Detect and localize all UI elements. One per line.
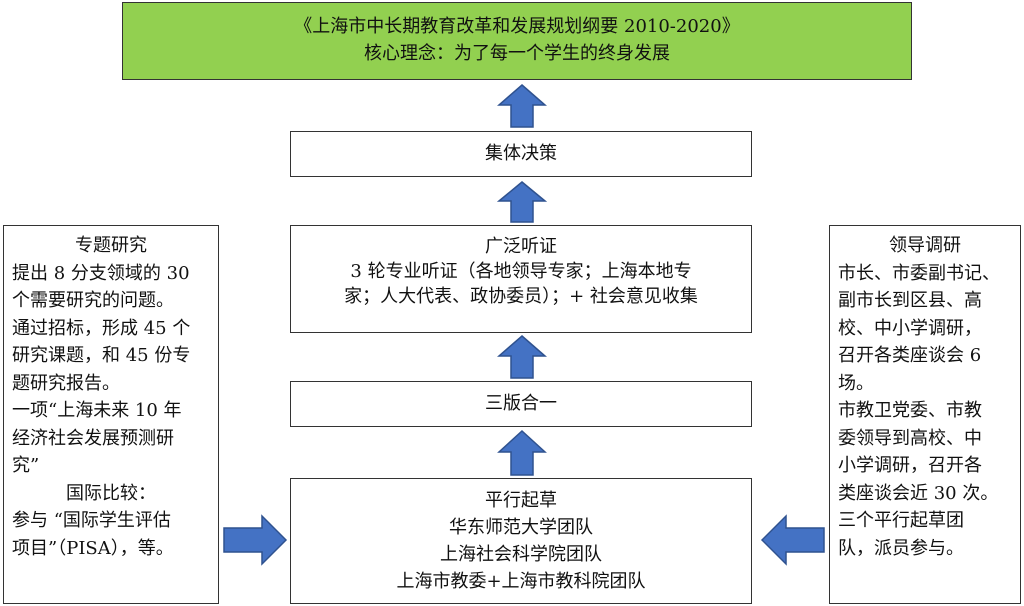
research-line: 提出 8 分支领域的 30 (12, 262, 190, 284)
research-line: 一项“上海未来 10 年 (12, 400, 182, 421)
leadership-line: 副市长到区县、高 (838, 290, 982, 311)
broad-hearing-title: 广泛听证 (485, 236, 557, 257)
leadership-line: 校、中小学调研， (838, 317, 982, 339)
research-line: 题研究报告。 (12, 372, 120, 394)
leadership-line: 三个平行起草团 (838, 510, 964, 531)
research-line: 经济社会发展预测研 (12, 427, 174, 449)
leadership-line: 市长、市委副书记、 (838, 262, 1000, 284)
core-principle: 核心理念：为了每一个学生的终身发展 (364, 43, 670, 64)
arrow-right-icon (223, 514, 288, 566)
leadership-line: 队，派员参与。 (838, 537, 964, 559)
drafting-team: 上海市教委+上海市教科院团队 (396, 571, 646, 592)
merge-label: 三版合一 (485, 393, 557, 414)
collective-decision-box: 集体决策 (290, 131, 752, 177)
plan-title: 《上海市中长期教育改革和发展规划纲要 2010-2020》 (294, 16, 740, 37)
leadership-line: 场。 (838, 372, 874, 394)
parallel-drafting-box: 平行起草 华东师范大学团队 上海社会科学院团队 上海市教委+上海市教科院团队 (290, 478, 752, 604)
leadership-line: 类座谈会近 30 次。 (838, 482, 999, 504)
drafting-team: 上海社会科学院团队 (440, 544, 602, 565)
merge-box: 三版合一 (290, 381, 752, 427)
arrow-up-icon (497, 181, 547, 223)
thematic-research-title: 专题研究 (75, 235, 147, 256)
international-comparison-title: 国际比较： (66, 482, 156, 504)
arrow-up-icon (497, 429, 547, 476)
research-line: 研究课题，和 45 份专 (12, 345, 191, 366)
research-line: 参与 “国际学生评估 (12, 510, 171, 531)
leadership-line: 市教卫党委、市教 (838, 400, 982, 421)
research-line: 项目”（PISA），等。 (12, 537, 174, 559)
research-line: 通过招标，形成 45 个 (12, 317, 191, 339)
arrow-up-icon (497, 84, 547, 128)
broad-hearing-line: 3 轮专业听证（各地领导专家；上海本地专 (350, 261, 692, 282)
leadership-line: 委领导到高校、中 (838, 427, 982, 449)
thematic-research-box: 专题研究 提出 8 分支领域的 30 个需要研究的问题。 通过招标，形成 45 … (3, 225, 219, 604)
arrow-left-icon (760, 514, 825, 566)
leadership-research-title: 领导调研 (889, 235, 961, 256)
leadership-research-box: 领导调研 市长、市委副书记、 副市长到区县、高 校、中小学调研， 召开各类座谈会… (829, 225, 1021, 604)
parallel-drafting-title: 平行起草 (485, 490, 557, 511)
broad-hearing-box: 广泛听证 3 轮专业听证（各地领导专家；上海本地专 家；人大代表、政协委员）；+… (290, 225, 752, 333)
leadership-line: 小学调研，召开各 (838, 455, 982, 476)
research-line: 个需要研究的问题。 (12, 290, 174, 311)
research-line: 究” (12, 455, 40, 476)
leadership-line: 召开各类座谈会 6 (838, 345, 982, 366)
collective-decision-label: 集体决策 (485, 143, 557, 164)
broad-hearing-line: 家；人大代表、政协委员）；+ 社会意见收集 (344, 286, 698, 307)
arrow-up-icon (497, 335, 547, 379)
drafting-team: 华东师范大学团队 (449, 517, 593, 538)
core-principle-box: 《上海市中长期教育改革和发展规划纲要 2010-2020》 核心理念：为了每一个… (122, 2, 912, 80)
